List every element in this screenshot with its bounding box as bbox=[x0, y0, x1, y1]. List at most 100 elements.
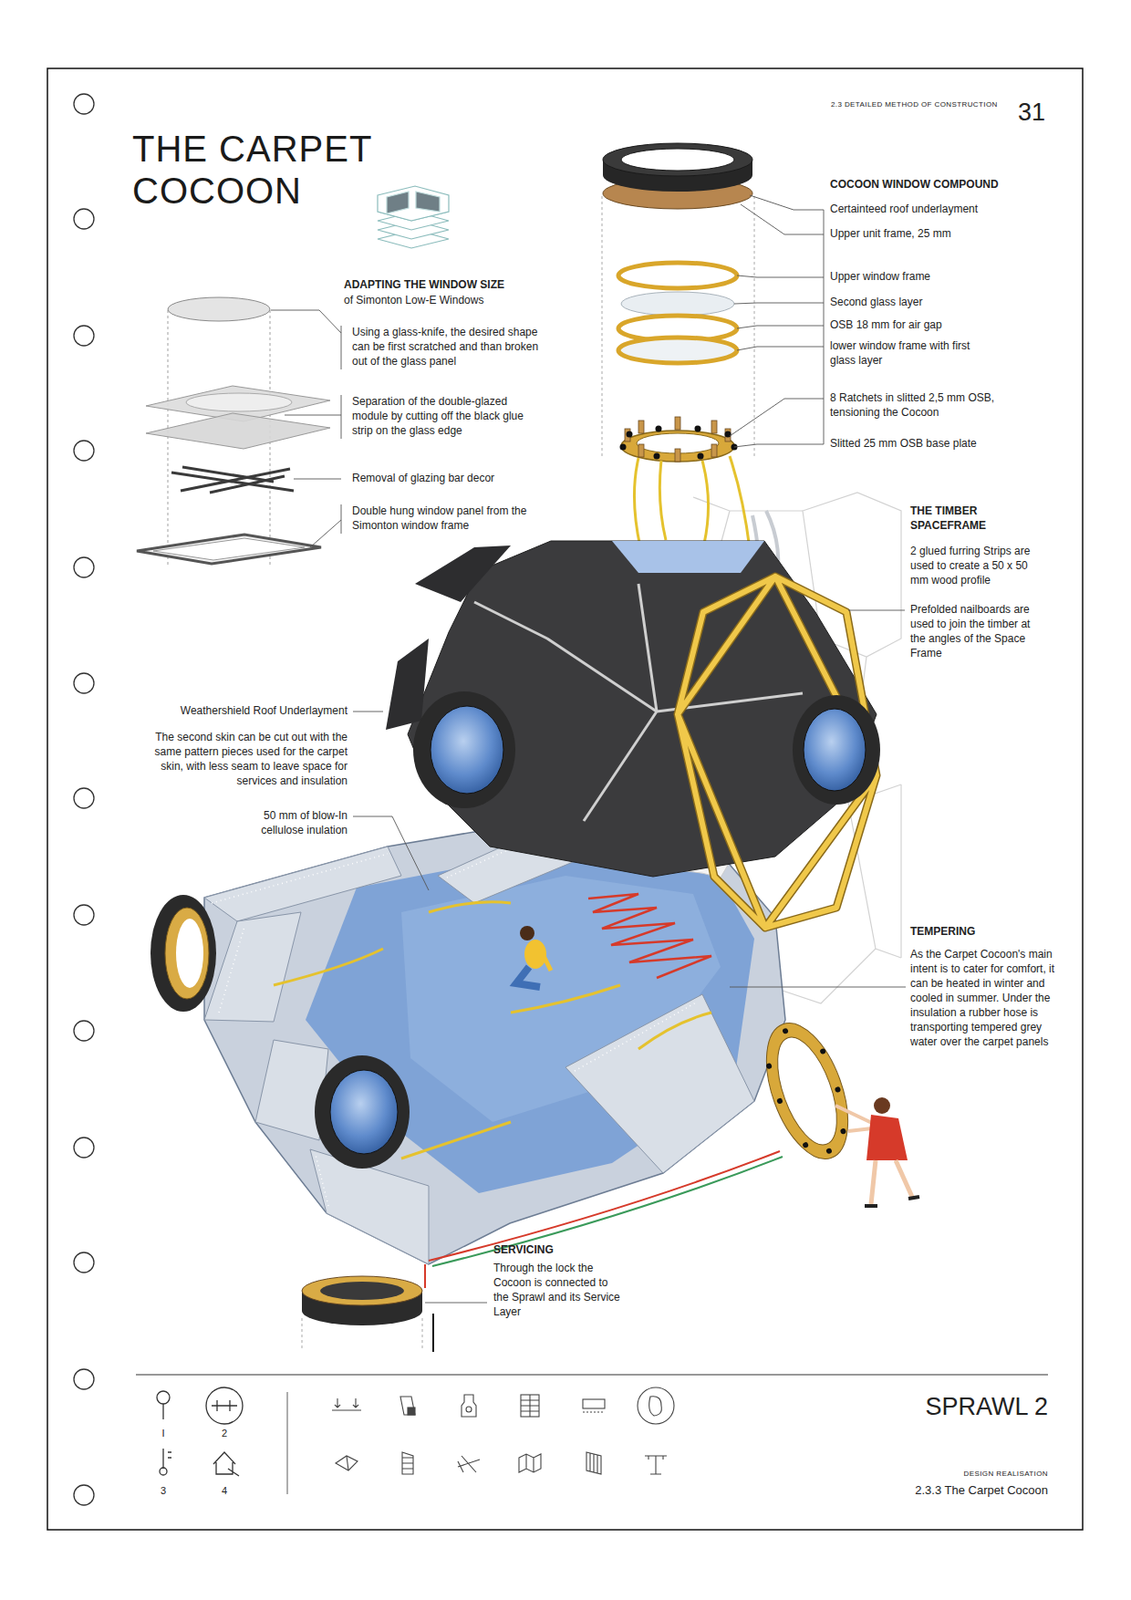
cocoon-window bbox=[792, 695, 881, 805]
service-lock bbox=[320, 1281, 405, 1300]
lower-cocoon bbox=[176, 918, 204, 988]
leader-line bbox=[734, 444, 824, 447]
upper-cocoon bbox=[430, 705, 504, 794]
binder-hole bbox=[73, 1252, 94, 1273]
category-icon bbox=[211, 1400, 238, 1412]
window-compound bbox=[725, 428, 731, 442]
leader-line bbox=[736, 275, 824, 278]
window-compound bbox=[601, 143, 779, 592]
binder-hole bbox=[73, 673, 94, 694]
part-label: Upper unit frame, 25 mm bbox=[830, 227, 952, 242]
window-compound bbox=[711, 444, 717, 457]
binder-hole bbox=[73, 1369, 94, 1390]
category-icon bbox=[213, 1452, 239, 1476]
callout-heading: ADAPTING THE WINDOW SIZE bbox=[343, 278, 505, 293]
part-label: Certainteed roof underlayment bbox=[830, 202, 978, 218]
category-icon bbox=[159, 1467, 167, 1475]
callout-text: Double hung window panel from the Simont… bbox=[352, 504, 540, 534]
service-ring bbox=[819, 1047, 827, 1056]
leader-line bbox=[284, 415, 342, 416]
footer-rule bbox=[135, 1373, 1048, 1375]
icon-number: 4 bbox=[187, 1483, 261, 1498]
lower-cocoon bbox=[204, 912, 301, 1022]
lower-cocoon bbox=[273, 902, 712, 1159]
leader-line bbox=[823, 209, 825, 445]
part-label: Upper window frame bbox=[830, 269, 931, 285]
footer-rule bbox=[135, 1374, 1048, 1495]
window-adaptation bbox=[136, 297, 331, 566]
method-icon bbox=[637, 1387, 675, 1424]
lower-cocoon bbox=[204, 815, 786, 1265]
part-label: Slitted 25 mm OSB base plate bbox=[830, 436, 977, 452]
section-header: 2.3 DETAILED METHOD OF CONSTRUCTION bbox=[830, 100, 998, 111]
method-icon bbox=[457, 1455, 480, 1473]
leader-line bbox=[270, 310, 342, 333]
category-icon bbox=[162, 1448, 164, 1469]
service-cable bbox=[432, 1156, 783, 1266]
person bbox=[516, 966, 540, 987]
lower-cocoon bbox=[165, 907, 209, 999]
category-icon bbox=[206, 1387, 243, 1424]
binder-hole bbox=[73, 325, 94, 346]
method-icon bbox=[466, 1406, 472, 1412]
method-icon bbox=[457, 1455, 480, 1473]
service-ring bbox=[834, 1086, 842, 1094]
callout-heading: THE TIMBER SPACEFRAME bbox=[910, 504, 1048, 534]
window-compound bbox=[624, 416, 731, 462]
window-adaptation bbox=[186, 393, 292, 412]
window-compound bbox=[653, 453, 661, 460]
method-icon bbox=[402, 1452, 414, 1474]
method-icon bbox=[520, 1394, 540, 1417]
window-compound bbox=[711, 420, 717, 434]
service-ring bbox=[840, 1127, 848, 1135]
leader-line bbox=[740, 204, 824, 235]
method-icon bbox=[332, 1387, 675, 1474]
window-stack-icon bbox=[377, 186, 449, 221]
method-icon bbox=[335, 1455, 358, 1471]
leader-line bbox=[734, 302, 824, 304]
method-icon bbox=[461, 1394, 477, 1417]
method-icon bbox=[518, 1453, 541, 1473]
icon-number: 3 bbox=[126, 1483, 200, 1498]
category-icon bbox=[162, 1403, 164, 1420]
window-compound bbox=[626, 431, 633, 438]
service-cable bbox=[428, 1151, 780, 1261]
binder-hole bbox=[73, 93, 94, 115]
person bbox=[539, 948, 551, 971]
person bbox=[871, 1160, 913, 1204]
method-icon bbox=[407, 1407, 416, 1415]
part-label: lower window frame with first glass laye… bbox=[830, 339, 976, 369]
service-cable bbox=[425, 1151, 783, 1288]
person bbox=[835, 1097, 920, 1206]
method-icon bbox=[582, 1399, 605, 1409]
callout-text: Separation of the double-glazed module b… bbox=[352, 394, 540, 439]
service-lock bbox=[301, 1317, 423, 1350]
leader-line bbox=[352, 711, 384, 713]
person bbox=[866, 1114, 908, 1161]
window-adaptation bbox=[136, 534, 322, 564]
part-label: Weathershield Roof Underlayment bbox=[128, 704, 348, 719]
binder-hole bbox=[73, 1020, 94, 1041]
service-ring bbox=[750, 1012, 865, 1171]
window-stack-icon bbox=[415, 191, 440, 212]
upper-cocoon bbox=[474, 583, 803, 821]
callout-text: 2 glued furring Strips are used to creat… bbox=[910, 544, 1048, 589]
binder-hole bbox=[73, 904, 94, 925]
leader-line bbox=[736, 346, 824, 351]
leader-line bbox=[341, 504, 343, 534]
callout-text: As the Carpet Cocoon's main intent is to… bbox=[910, 947, 1057, 1050]
callout-heading: TEMPERING bbox=[910, 924, 976, 940]
leader-line bbox=[270, 310, 342, 548]
window-adaptation bbox=[167, 297, 270, 322]
service-cable bbox=[424, 1264, 426, 1288]
method-icon bbox=[402, 1452, 414, 1474]
upper-cocoon bbox=[413, 691, 516, 809]
service-lock bbox=[301, 1276, 434, 1352]
service-ring bbox=[750, 1012, 865, 1171]
method-icon bbox=[400, 1396, 416, 1415]
window-compound bbox=[620, 444, 627, 451]
window-adaptation bbox=[153, 538, 305, 561]
leader-line bbox=[310, 519, 342, 548]
service-lock bbox=[432, 1313, 435, 1352]
